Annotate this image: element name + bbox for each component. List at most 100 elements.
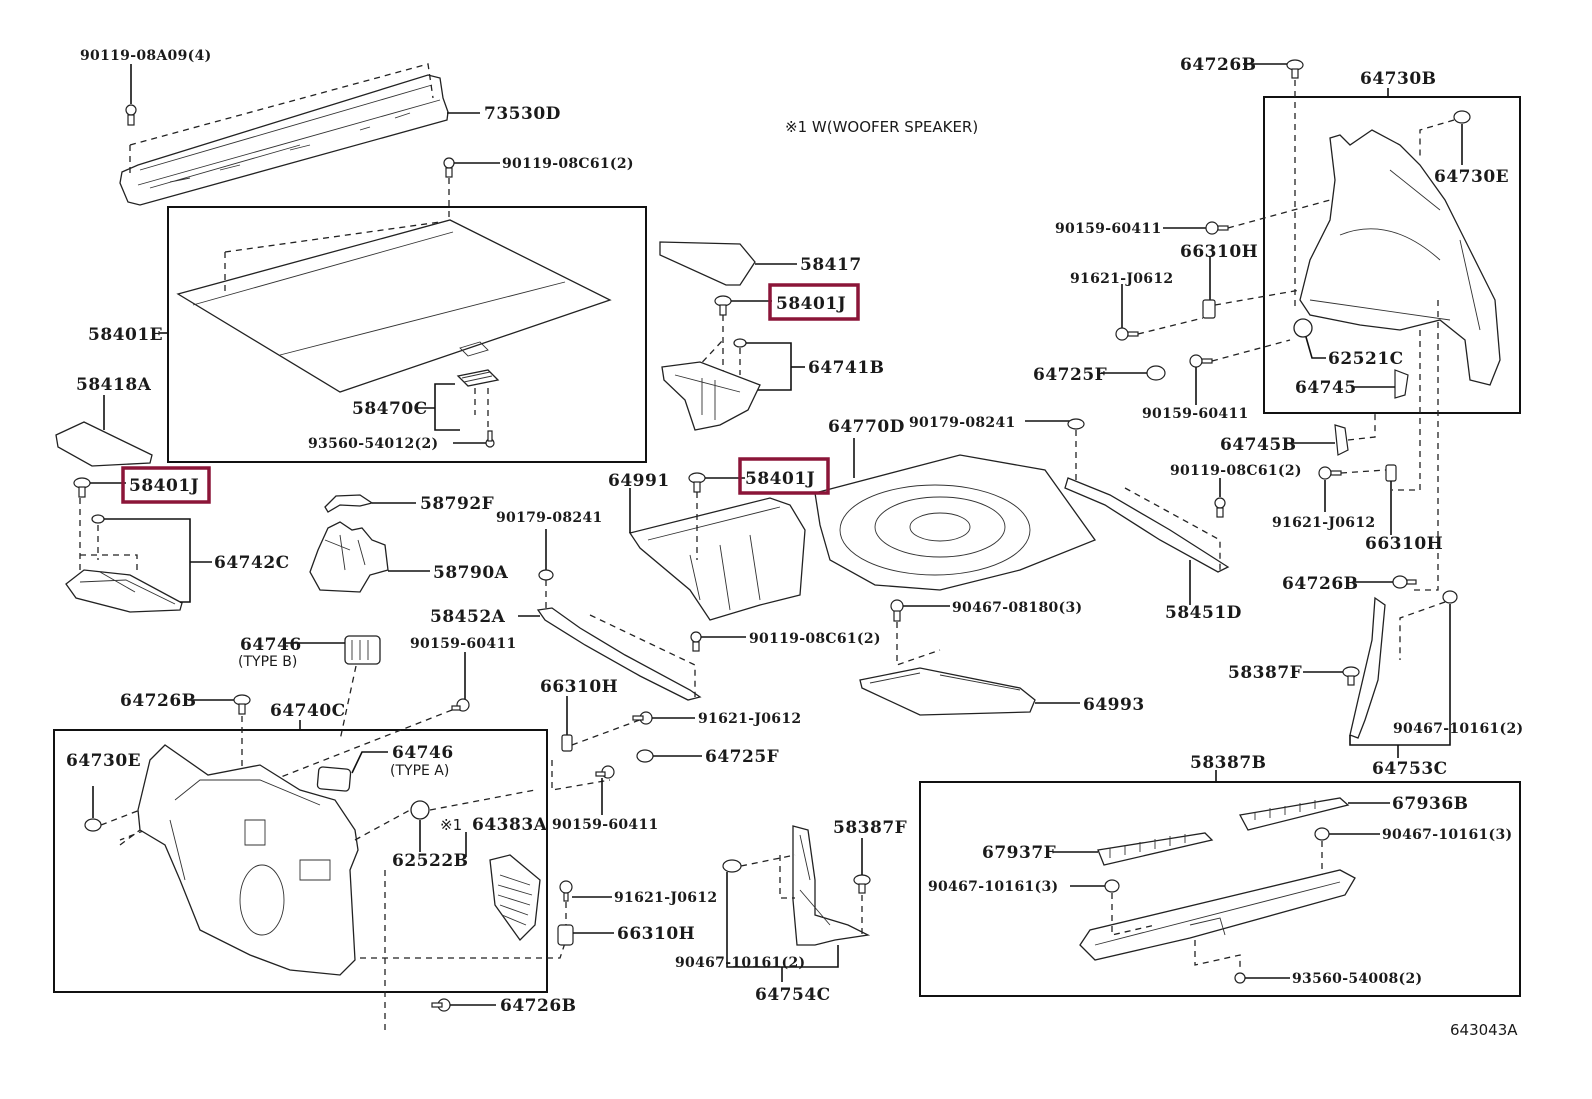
label-58387F-mid[interactable]: 58387F (833, 818, 907, 838)
label-67936B[interactable]: 67936B (1392, 794, 1469, 814)
part-64991-tray[interactable] (628, 497, 806, 621)
label-58418A[interactable]: 58418A (76, 375, 152, 395)
label-90467-10161-right[interactable]: 90467-10161(2) (1393, 721, 1523, 737)
label-64745B[interactable]: 64745B (1220, 435, 1297, 455)
label-64991[interactable]: 64991 (608, 471, 670, 491)
label-66310H-r2[interactable]: 66310H (1365, 534, 1443, 554)
label-62522B[interactable]: 62522B (392, 851, 469, 871)
part-58401E-cover[interactable] (176, 219, 612, 393)
label-90467-10161-3b[interactable]: 90467-10161(3) (1382, 827, 1512, 843)
label-64746-type-a[interactable]: 64746 (392, 743, 454, 763)
label-90119-08C61-top[interactable]: 90119-08C61(2) (502, 156, 634, 172)
nut-90179-08241-right-icon (1067, 418, 1085, 430)
label-58790A[interactable]: 58790A (433, 563, 509, 583)
label-64730E-right[interactable]: 64730E (1434, 167, 1509, 187)
part-64746-type-a-vent[interactable] (316, 766, 352, 792)
label-64745[interactable]: 64745 (1295, 378, 1357, 398)
label-64730E-left[interactable]: 64730E (66, 751, 141, 771)
part-64742C-tray[interactable] (65, 569, 183, 613)
label-90467-10161-mid[interactable]: 90467-10161(2) (675, 955, 805, 971)
label-90179-08241-right[interactable]: 90179-08241 (909, 415, 1016, 431)
label-90159-60411-left[interactable]: 90159-60411 (410, 636, 517, 652)
part-67937F-plate[interactable] (1097, 832, 1214, 866)
label-58401J-left[interactable]: 58401J (129, 476, 199, 496)
part-73530D-rail[interactable] (119, 74, 449, 206)
part-58418A-panel[interactable] (55, 421, 153, 467)
label-91621-J0612-r2[interactable]: 91621-J0612 (1272, 515, 1375, 531)
label-58401J-center[interactable]: 58401J (745, 469, 815, 489)
label-64746-type-b[interactable]: 64746 (240, 635, 302, 655)
clip-66310H-low-icon (557, 924, 574, 946)
part-58790A-holder[interactable] (309, 521, 389, 593)
part-58417-lid[interactable] (659, 241, 756, 286)
group-box-58387B (919, 781, 1521, 997)
label-90179-08241-left[interactable]: 90179-08241 (496, 510, 603, 526)
label-64746-type-a-variant: (TYPE A) (390, 763, 449, 779)
part-64740C-trim-panel[interactable] (137, 744, 359, 976)
part-58470C-handle[interactable] (456, 369, 500, 387)
label-58470C[interactable]: 58470C (352, 399, 428, 419)
part-58451D-bracket[interactable] (1064, 477, 1230, 573)
label-93560-54012[interactable]: 93560-54012(2) (308, 436, 438, 452)
label-64754C[interactable]: 64754C (755, 985, 831, 1005)
label-58451D[interactable]: 58451D (1165, 603, 1242, 623)
label-90119-08A09[interactable]: 90119-08A09(4) (80, 48, 212, 64)
part-64770D-floor[interactable] (814, 454, 1097, 591)
label-66310H-low[interactable]: 66310H (617, 924, 695, 944)
clip-90467-10161-mid-icon (722, 859, 742, 873)
label-64741B[interactable]: 64741B (808, 358, 885, 378)
label-64726B-top[interactable]: 64726B (1180, 55, 1257, 75)
label-90159-60411-r1[interactable]: 90159-60411 (1055, 221, 1162, 237)
part-64383A-speaker-grille[interactable] (489, 854, 541, 942)
label-90467-10161-3a[interactable]: 90467-10161(3) (928, 879, 1058, 895)
label-64725F-right[interactable]: 64725F (1033, 365, 1107, 385)
clip-64730E-left-icon (84, 818, 102, 832)
label-64725F-mid[interactable]: 64725F (705, 747, 779, 767)
label-66310H-mid[interactable]: 66310H (540, 677, 618, 697)
label-93560-54008[interactable]: 93560-54008(2) (1292, 971, 1422, 987)
label-90159-60411-mid[interactable]: 90159-60411 (552, 817, 659, 833)
label-67937F[interactable]: 67937F (982, 843, 1056, 863)
label-62521C[interactable]: 62521C (1328, 349, 1404, 369)
screw-91621-J0612-r1-icon (1115, 327, 1139, 341)
part-62522B-cap[interactable] (410, 800, 430, 820)
label-58401J-mid[interactable]: 58401J (776, 294, 846, 314)
label-64740C[interactable]: 64740C (270, 701, 346, 721)
label-58792F[interactable]: 58792F (420, 494, 494, 514)
label-64726B-right[interactable]: 64726B (1282, 574, 1359, 594)
label-58417[interactable]: 58417 (800, 255, 862, 275)
part-62521C-cap[interactable] (1293, 318, 1313, 338)
label-90119-08C61-right[interactable]: 90119-08C61(2) (1170, 463, 1302, 479)
label-58452A[interactable]: 58452A (430, 607, 506, 627)
label-64770D[interactable]: 64770D (828, 417, 905, 437)
label-90159-60411-r2[interactable]: 90159-60411 (1142, 406, 1249, 422)
part-64754C-pillar-trim[interactable] (792, 825, 871, 946)
label-73530D[interactable]: 73530D (484, 104, 561, 124)
label-91621-J0612-mid[interactable]: 91621-J0612 (698, 711, 801, 727)
part-64753C-pillar-trim[interactable] (1349, 596, 1386, 739)
label-64730B[interactable]: 64730B (1360, 69, 1437, 89)
part-64741B-box[interactable] (661, 361, 761, 431)
label-66310H-r1[interactable]: 66310H (1180, 242, 1258, 262)
part-64993-cover[interactable] (859, 667, 1036, 716)
part-58452A-bar[interactable] (536, 607, 702, 701)
label-90467-08180[interactable]: 90467-08180(3) (952, 600, 1082, 616)
label-91621-J0612-r1[interactable]: 91621-J0612 (1070, 271, 1173, 287)
label-64993[interactable]: 64993 (1083, 695, 1145, 715)
part-64730B-quarter-trim[interactable] (1299, 129, 1501, 386)
label-58401E[interactable]: 58401E (88, 325, 163, 345)
clip-64745B-icon (1334, 424, 1349, 456)
label-58387B[interactable]: 58387B (1190, 753, 1267, 773)
label-58387F-right[interactable]: 58387F (1228, 663, 1302, 683)
label-90119-08C61-mid[interactable]: 90119-08C61(2) (749, 631, 881, 647)
label-64753C[interactable]: 64753C (1372, 759, 1448, 779)
part-64746-type-b-vent[interactable] (344, 635, 381, 665)
label-64742C[interactable]: 64742C (214, 553, 290, 573)
label-64726B-left[interactable]: 64726B (120, 691, 197, 711)
part-58387B-scuff-plate[interactable] (1079, 869, 1356, 961)
label-64726B-bottom[interactable]: 64726B (500, 996, 577, 1016)
part-67936B-plate[interactable] (1239, 797, 1350, 831)
label-64383A[interactable]: 64383A (472, 815, 548, 835)
label-91621-J0612-low[interactable]: 91621-J0612 (614, 890, 717, 906)
part-58792F-strap[interactable] (324, 494, 374, 513)
